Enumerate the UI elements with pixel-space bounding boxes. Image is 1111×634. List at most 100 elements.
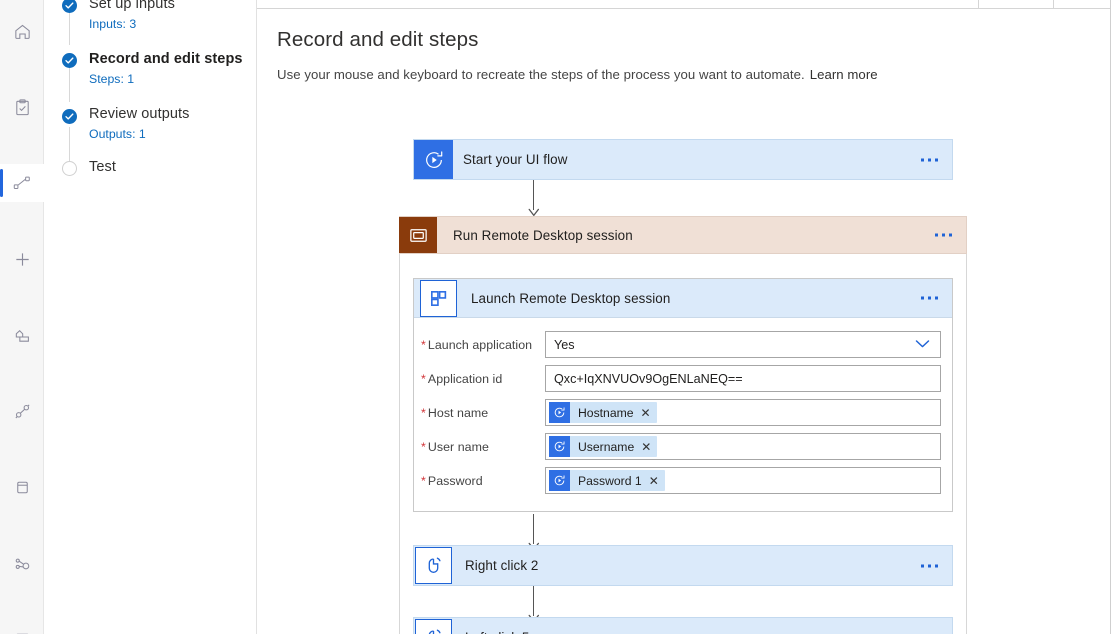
data-icon xyxy=(13,478,32,497)
token-chip-hostname[interactable]: Hostname ✕ xyxy=(549,402,657,423)
step-subtitle[interactable]: Outputs: 1 xyxy=(89,127,146,141)
host-name-input[interactable]: Hostname ✕ xyxy=(545,399,941,426)
ui-flow-play-icon xyxy=(549,470,570,491)
ui-flow-play-icon xyxy=(414,140,453,179)
required-marker: * xyxy=(421,405,426,420)
token-chip-password[interactable]: Password 1 ✕ xyxy=(549,470,665,491)
flow-scope-title: Run Remote Desktop session xyxy=(453,227,633,243)
flow-card-start-ui-flow[interactable]: Start your UI flow xyxy=(413,139,953,180)
launch-application-value: Yes xyxy=(554,337,575,352)
launch-remote-desktop-icon xyxy=(420,279,457,317)
token-label: Username xyxy=(578,439,635,454)
ui-flow-play-icon xyxy=(549,436,570,457)
rail-item-approvals[interactable] xyxy=(0,88,44,126)
remove-token-icon[interactable]: ✕ xyxy=(641,439,652,454)
token-chip-username[interactable]: Username ✕ xyxy=(549,436,658,457)
step-status-done-icon xyxy=(62,109,77,124)
form-field-application-id: *Application id Qxc+IqXNVUOv9OgENLaNEQ== xyxy=(414,362,952,395)
connectors-icon xyxy=(13,402,32,421)
page-subtitle: Use your mouse and keyboard to recreate … xyxy=(277,67,878,82)
rail-item-create[interactable] xyxy=(0,240,44,278)
remove-token-icon[interactable]: ✕ xyxy=(640,405,651,420)
sidebar-item-record-and-edit-steps[interactable]: Record and edit steps Steps: 1 xyxy=(44,51,256,87)
step-status-done-icon xyxy=(62,0,77,13)
strip-divider xyxy=(1053,0,1054,9)
sidebar-item-review-outputs[interactable]: Review outputs Outputs: 1 xyxy=(44,106,256,142)
strip-divider xyxy=(978,0,979,9)
create-icon xyxy=(13,250,32,269)
rail-item-connectors[interactable] xyxy=(0,392,44,430)
step-status-done-icon xyxy=(62,53,77,68)
wizard-sidebar: Set up inputs Inputs: 3 Record and edit … xyxy=(44,0,257,634)
sidebar-item-test[interactable]: Test xyxy=(44,159,256,176)
main-content: Record and edit steps Use your mouse and… xyxy=(258,10,1110,634)
ui-flows-icon xyxy=(12,173,32,193)
flow-canvas: Start your UI flow Run Remote Deskt xyxy=(258,118,1110,634)
more-options-icon[interactable] xyxy=(921,564,938,567)
rail-item-ai-builder[interactable] xyxy=(0,544,44,582)
step-subtitle[interactable]: Inputs: 3 xyxy=(89,17,137,31)
top-command-strip xyxy=(257,0,1111,9)
step-title: Set up inputs xyxy=(89,0,175,12)
form-field-host-name: *Host name xyxy=(414,396,952,429)
field-label: *Launch application xyxy=(414,338,545,352)
more-options-icon[interactable] xyxy=(935,233,952,237)
application-id-input[interactable]: Qxc+IqXNVUOv9OgENLaNEQ== xyxy=(545,365,941,392)
flow-scope-header-run-remote-desktop[interactable]: Run Remote Desktop session xyxy=(399,216,967,254)
step-connector xyxy=(69,11,71,45)
step-status-pending-icon xyxy=(62,161,77,176)
field-label: *User name xyxy=(414,440,545,454)
page-title: Record and edit steps xyxy=(277,28,479,51)
remove-token-icon[interactable]: ✕ xyxy=(648,473,659,488)
flow-action-title: Launch Remote Desktop session xyxy=(471,290,671,306)
step-subtitle[interactable]: Steps: 1 xyxy=(89,72,135,86)
step-connector xyxy=(69,127,71,161)
field-label: *Host name xyxy=(414,406,545,420)
flow-action-card-launch-remote-desktop[interactable]: Launch Remote Desktop session *Launch ap… xyxy=(413,278,953,512)
learn-more-link[interactable]: Learn more xyxy=(809,67,878,82)
rail-item-ui-flows[interactable] xyxy=(0,164,44,202)
required-marker: * xyxy=(421,371,426,386)
field-label-text: User name xyxy=(427,439,489,454)
remote-desktop-icon xyxy=(399,217,437,253)
rail-item-data[interactable] xyxy=(0,468,44,506)
field-label: *Password xyxy=(414,474,545,488)
more-options-icon[interactable] xyxy=(921,296,938,300)
right-click-mouse-icon xyxy=(415,547,452,584)
ai-builder-icon xyxy=(13,554,32,573)
field-label-text: Application id xyxy=(427,371,503,386)
flow-card-left-click-5[interactable]: Left click 5 xyxy=(413,617,953,634)
form-field-password: *Password xyxy=(414,464,952,497)
launch-application-select[interactable]: Yes xyxy=(545,331,941,358)
action-form: *Launch application Yes xyxy=(414,318,952,510)
password-input[interactable]: Password 1 ✕ xyxy=(545,467,941,494)
chevron-down-icon[interactable] xyxy=(915,338,930,352)
rail-item-solutions[interactable] xyxy=(0,620,44,634)
application-id-value: Qxc+IqXNVUOv9OgENLaNEQ== xyxy=(554,371,743,386)
solutions-icon xyxy=(13,630,32,634)
field-label-text: Launch application xyxy=(427,337,533,352)
left-click-mouse-icon xyxy=(415,619,452,634)
rail-item-templates[interactable] xyxy=(0,316,44,354)
more-options-icon[interactable] xyxy=(921,158,938,161)
flow-card-title: Start your UI flow xyxy=(463,152,568,167)
flow-action-header[interactable]: Launch Remote Desktop session xyxy=(414,279,952,318)
field-label: *Application id xyxy=(414,372,545,386)
user-name-input[interactable]: Username ✕ xyxy=(545,433,941,460)
rail-item-home[interactable] xyxy=(0,12,44,50)
token-label: Password 1 xyxy=(578,473,642,488)
home-icon xyxy=(13,22,32,41)
token-label: Hostname xyxy=(578,405,634,420)
form-field-user-name: *User name xyxy=(414,430,952,463)
step-title: Test xyxy=(89,159,116,175)
flow-card-right-click-2[interactable]: Right click 2 xyxy=(413,545,953,586)
approvals-icon xyxy=(13,98,32,117)
sidebar-item-set-up-inputs[interactable]: Set up inputs Inputs: 3 xyxy=(44,0,256,32)
app-icon-rail xyxy=(0,0,44,634)
required-marker: * xyxy=(421,473,426,488)
field-label-text: Password xyxy=(427,473,483,488)
step-title: Record and edit steps xyxy=(89,51,243,67)
required-marker: * xyxy=(421,439,426,454)
required-marker: * xyxy=(421,337,426,352)
